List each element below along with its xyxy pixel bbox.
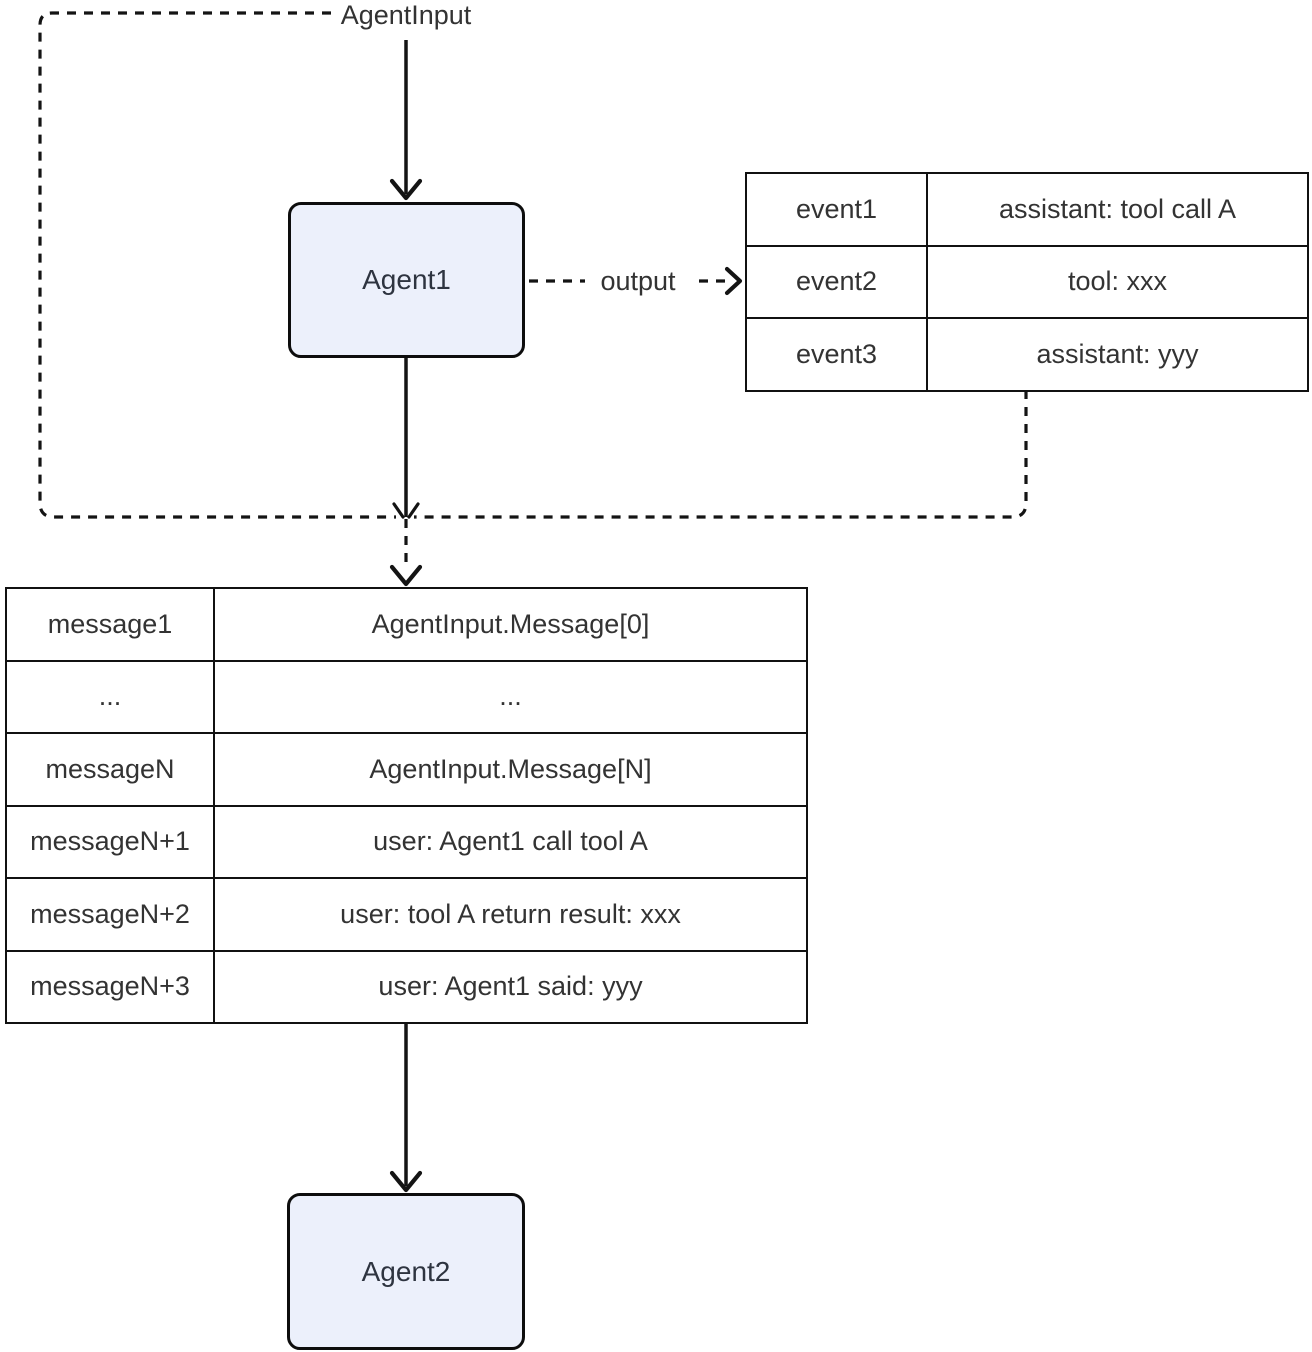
edge-agentinput-to-agent1 <box>389 40 423 201</box>
message-value-cell: user: tool A return result: xxx <box>213 877 808 952</box>
edge-agent1-output <box>529 266 743 296</box>
edge-events-loop <box>407 390 1028 519</box>
node-agent2: Agent2 <box>287 1193 525 1350</box>
message-value-cell: AgentInput.Message[0] <box>213 587 808 662</box>
message-value-cell: user: Agent1 said: yyy <box>213 949 808 1024</box>
message-key-cell: messageN+3 <box>5 949 215 1024</box>
edge-agentinput-loop <box>38 11 405 519</box>
message-key-cell: message1 <box>5 587 215 662</box>
messages-table: message1 AgentInput.Message[0] ... ... m… <box>5 587 808 1024</box>
message-value-cell: user: Agent1 call tool A <box>213 804 808 879</box>
event-key-cell: event3 <box>745 317 928 392</box>
messages-table-row: messageN+3 user: Agent1 said: yyy <box>5 949 808 1024</box>
edge-messages-to-agent2 <box>389 1023 423 1193</box>
events-table: event1 assistant: tool call A event2 too… <box>745 172 1309 392</box>
message-key-cell: ... <box>5 659 215 734</box>
node-agent1-label: Agent1 <box>362 264 451 295</box>
events-table-row: event3 assistant: yyy <box>745 317 1309 392</box>
message-value-cell: ... <box>213 659 808 734</box>
event-key-cell: event1 <box>745 172 928 247</box>
messages-table-row: ... ... <box>5 659 808 734</box>
message-value-cell: AgentInput.Message[N] <box>213 732 808 807</box>
messages-table-row: messageN AgentInput.Message[N] <box>5 732 808 807</box>
node-agent1: Agent1 <box>288 202 525 358</box>
event-value-cell: tool: xxx <box>926 244 1309 320</box>
node-agent2-label: Agent2 <box>361 1255 451 1287</box>
event-value-cell: assistant: tool call A <box>926 172 1309 247</box>
message-key-cell: messageN <box>5 732 215 807</box>
events-table-row: event2 tool: xxx <box>745 244 1309 320</box>
event-key-cell: event2 <box>745 244 928 320</box>
message-key-cell: messageN+2 <box>5 877 215 952</box>
agent-input-label: AgentInput <box>340 0 472 30</box>
edge-agent1-to-messages <box>389 358 423 587</box>
output-edge-label: output <box>585 266 691 296</box>
messages-table-row: messageN+2 user: tool A return result: x… <box>5 877 808 952</box>
messages-table-row: messageN+1 user: Agent1 call tool A <box>5 804 808 879</box>
events-table-row: event1 assistant: tool call A <box>745 172 1309 247</box>
messages-table-row: message1 AgentInput.Message[0] <box>5 587 808 662</box>
event-value-cell: assistant: yyy <box>926 317 1309 392</box>
message-key-cell: messageN+1 <box>5 804 215 879</box>
